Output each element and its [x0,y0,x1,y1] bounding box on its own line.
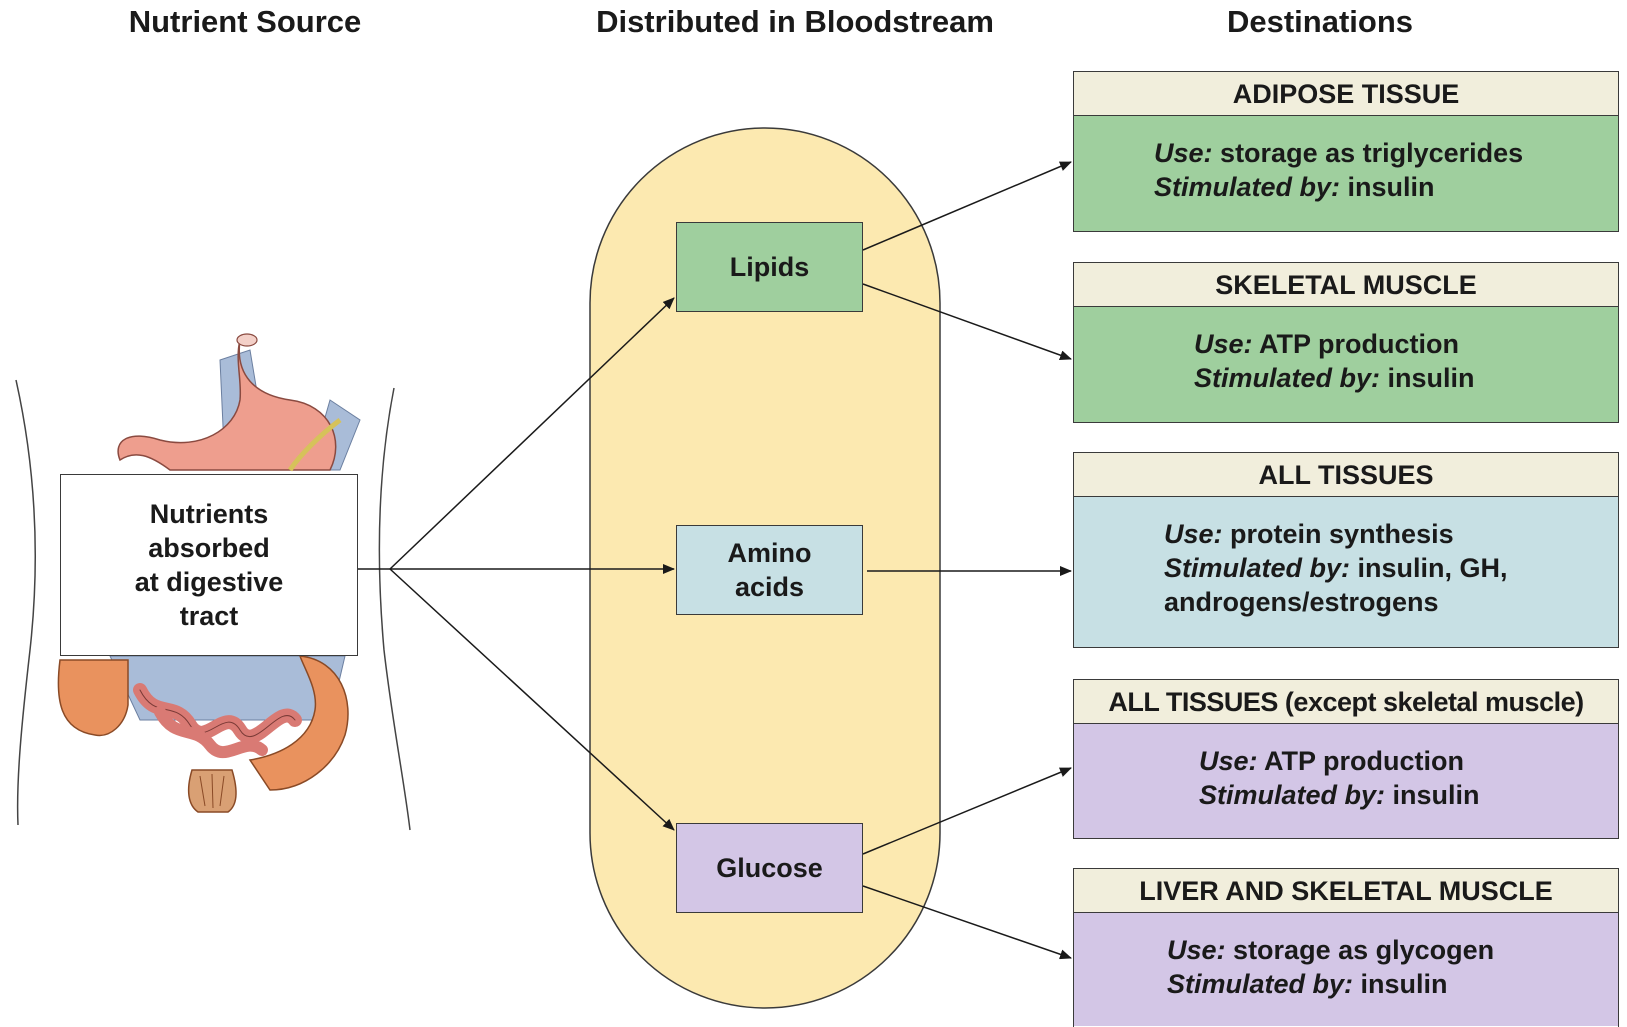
destination-title: LIVER AND SKELETAL MUSCLE [1074,869,1618,913]
use-label: Use: [1164,519,1223,549]
use-label: Use: [1199,746,1258,776]
stimulated-by-label: Stimulated by: [1194,363,1381,393]
destination-body: Use: storage as triglycerides Stimulated… [1074,116,1618,231]
use-label: Use: [1194,329,1253,359]
amino-label-line-1: Amino [727,538,812,568]
destination-title: ALL TISSUES [1074,453,1618,497]
stimulated-by-value: insulin [1392,780,1480,810]
stimulated-by-value: insulin [1347,172,1435,202]
digestive-tract-illustration [57,333,361,813]
arrow-glucose-to-all-except [862,767,1072,855]
body-outline-right [378,387,411,831]
destinations-header: Destinations [1226,4,1414,39]
source-line-2: absorbed [148,533,270,563]
arrow-lipids-to-adipose [862,161,1072,251]
arrow-glucose-to-liver [862,885,1072,960]
source-line-3: at digestive [134,567,284,597]
use-value: storage as glycogen [1233,935,1495,965]
destination-body: Use: storage as glycogen Stimulated by: … [1074,913,1618,1026]
arrow-source-to-lipids [389,297,675,570]
destination-title: SKELETAL MUSCLE [1074,263,1618,307]
use-label: Use: [1167,935,1226,965]
destination-title: ADIPOSE TISSUE [1074,72,1618,116]
destination-body: Use: ATP production Stimulated by: insul… [1074,724,1618,838]
glucose-label: Glucose [716,853,823,883]
glucose-box: Glucose [676,823,863,913]
arrow-source-to-glucose [389,568,675,831]
bloodstream-header: Distributed in Bloodstream [596,4,994,39]
use-value: ATP production [1259,329,1460,359]
destination-all-tissues: ALL TISSUES Use: protein synthesis Stimu… [1073,452,1619,648]
source-line-1: Nutrients [149,499,269,529]
amino-label-line-2: acids [734,572,805,602]
stimulated-by-extra: androgens/estrogens [1164,587,1439,617]
destination-body: Use: protein synthesis Stimulated by: in… [1074,497,1618,647]
destination-liver-and-skeletal-muscle: LIVER AND SKELETAL MUSCLE Use: storage a… [1073,868,1619,1027]
amino-acids-box: Amino acids [676,525,863,615]
lipids-box: Lipids [676,222,863,312]
nutrients-absorbed-box: Nutrients absorbed at digestive tract [60,474,358,656]
stimulated-by-value: insulin [1360,969,1448,999]
stimulated-by-label: Stimulated by: [1164,553,1351,583]
destination-body: Use: ATP production Stimulated by: insul… [1074,307,1618,422]
destination-adipose-tissue: ADIPOSE TISSUE Use: storage as triglycer… [1073,71,1619,232]
destination-skeletal-muscle: SKELETAL MUSCLE Use: ATP production Stim… [1073,262,1619,423]
use-value: storage as triglycerides [1220,138,1524,168]
use-label: Use: [1154,138,1213,168]
arrow-lipids-to-skeletal [862,283,1072,360]
use-value: ATP production [1264,746,1465,776]
stimulated-by-value: insulin [1387,363,1475,393]
stimulated-by-label: Stimulated by: [1167,969,1354,999]
body-outline-left [15,379,37,826]
destination-all-tissues-except-skeletal: ALL TISSUES (except skeletal muscle) Use… [1073,679,1619,839]
use-value: protein synthesis [1230,519,1454,549]
stimulated-by-label: Stimulated by: [1154,172,1341,202]
nutrient-source-header: Nutrient Source [128,4,362,39]
source-line-4: tract [179,601,239,631]
lipids-label: Lipids [729,252,810,282]
stimulated-by-value: insulin, GH, [1357,553,1508,583]
stimulated-by-label: Stimulated by: [1199,780,1386,810]
destination-title: ALL TISSUES (except skeletal muscle) [1074,680,1618,724]
